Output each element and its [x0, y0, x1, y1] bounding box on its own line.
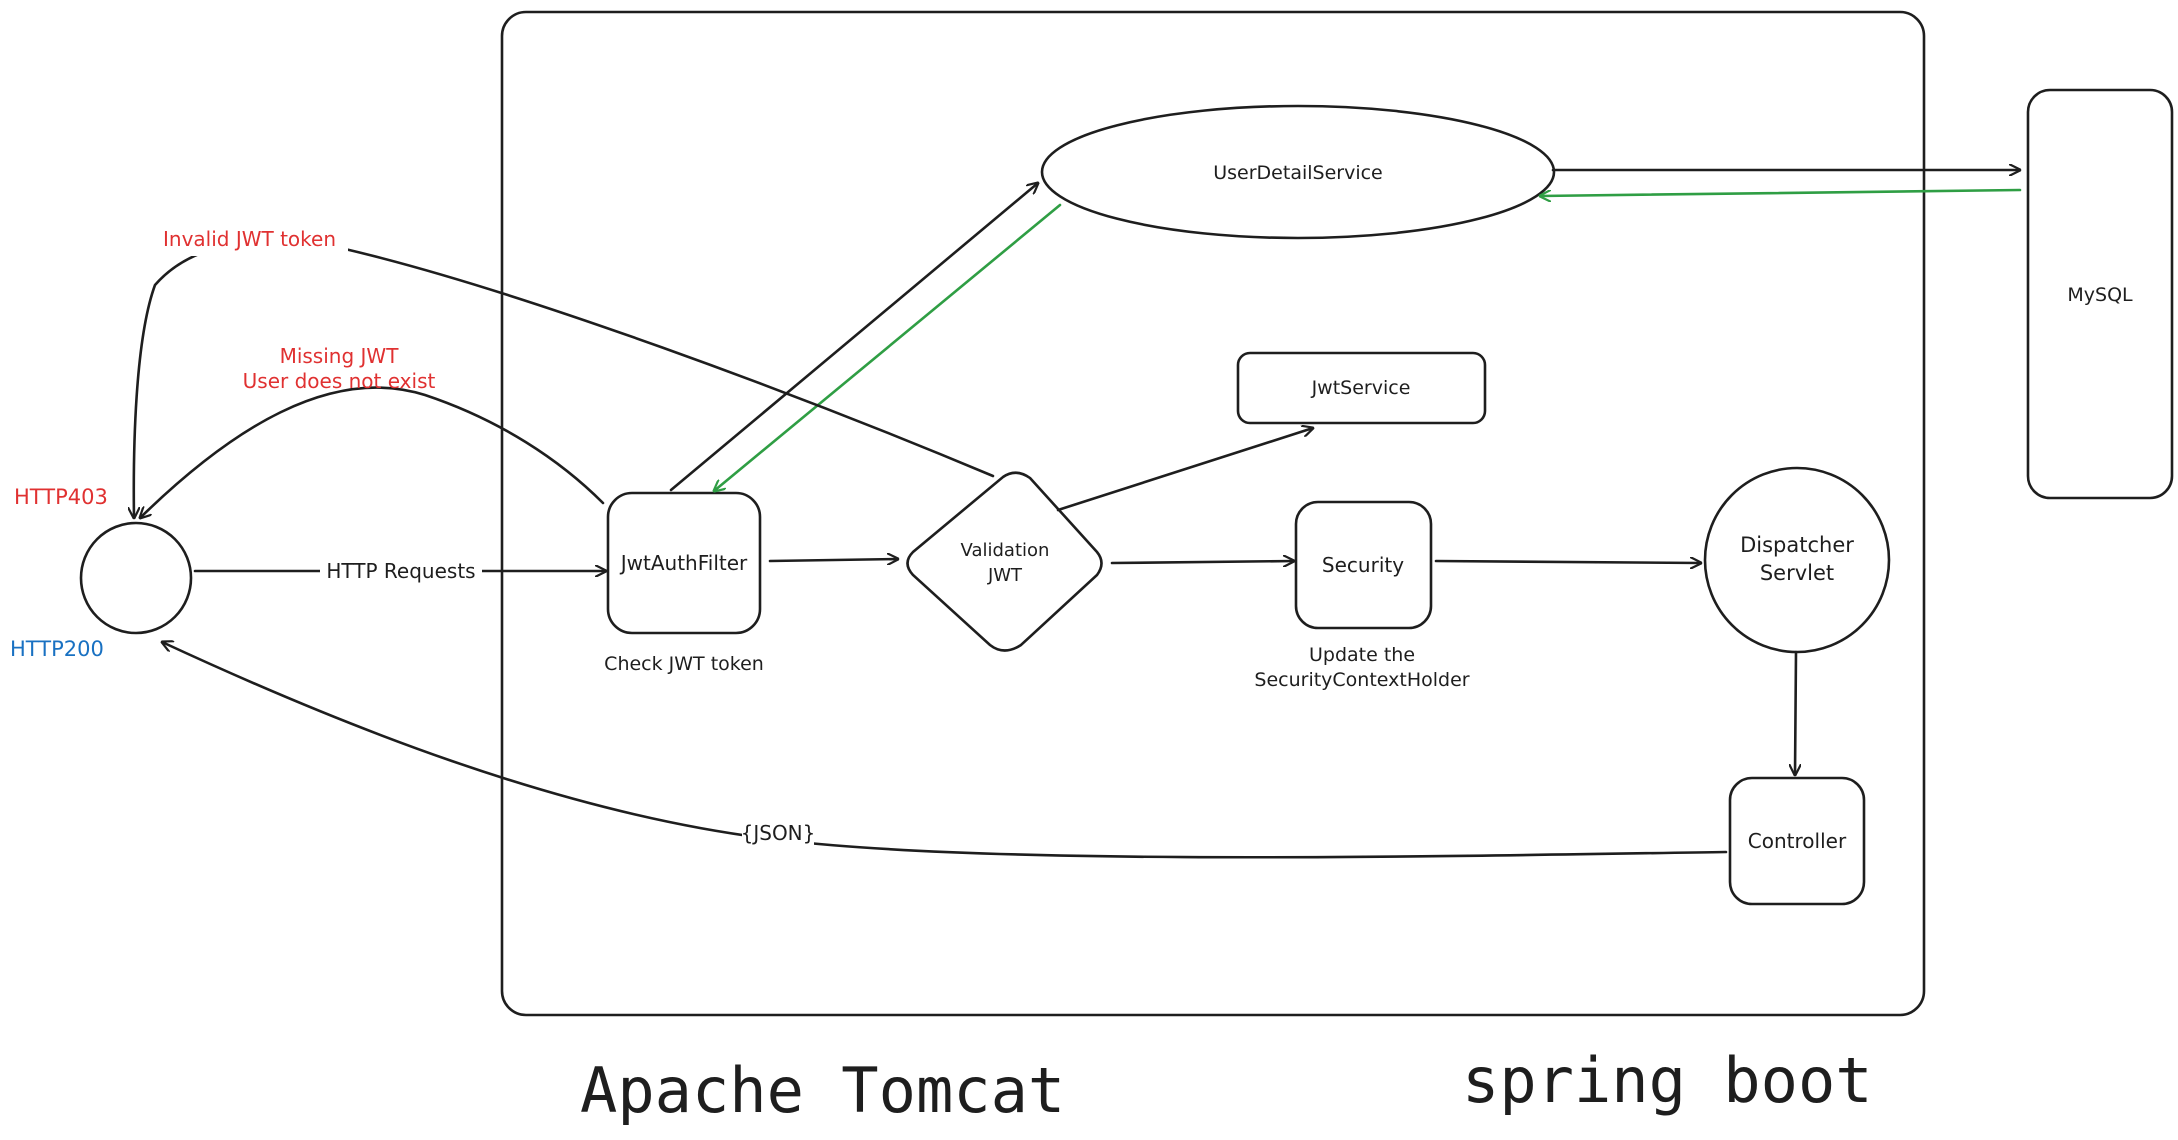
user-not-exist-label: User does not exist [243, 369, 436, 393]
edge-validation-to-security [1110, 561, 1296, 563]
validation-jwt-label-line1: Validation [961, 540, 1050, 561]
edge-mysql-to-userdetail [1538, 188, 2022, 196]
invalid-jwt-label: Invalid JWT token [163, 227, 336, 251]
validation-jwt-label-line2: JWT [987, 565, 1023, 586]
validation-jwt-node[interactable] [906, 471, 1103, 652]
jwt-service-node[interactable] [1236, 351, 1487, 425]
edge-userdetail-to-filter [714, 203, 1062, 491]
client-node[interactable] [79, 521, 193, 635]
spring-boot-title: spring boot [1462, 1044, 1873, 1117]
controller-node[interactable] [1728, 776, 1866, 906]
jwt-service-label: JwtService [1311, 377, 1411, 399]
edge-json-label: {JSON} [741, 821, 816, 845]
user-detail-service-label: UserDetailService [1213, 162, 1383, 184]
edge-validation-to-jwtservice [1056, 428, 1313, 512]
tomcat-container [500, 10, 1926, 1017]
jwt-auth-filter-node[interactable] [606, 491, 762, 635]
edge-filter-to-userdetail [669, 183, 1038, 492]
update-label-line1: Update the [1309, 644, 1415, 666]
security-node[interactable] [1294, 500, 1433, 630]
edge-http-requests-label-bg [320, 556, 482, 586]
user-detail-service-node[interactable] [1040, 104, 1556, 240]
edge-http-requests-label: HTTP Requests [326, 559, 475, 583]
http403-label: HTTP403 [14, 485, 108, 509]
dispatcher-label-line1: Dispatcher [1740, 533, 1854, 557]
http200-label: HTTP200 [10, 637, 104, 661]
jwt-auth-filter-label: JwtAuthFilter [619, 551, 748, 575]
dispatcher-label-line2: Servlet [1760, 561, 1834, 585]
invalid-jwt-label-bg [160, 226, 348, 256]
edge-json-label-bg [742, 818, 814, 848]
edge-controller-to-client [162, 642, 1728, 859]
edge-missing-jwt [140, 386, 605, 518]
edge-security-to-dispatcher [1434, 561, 1703, 563]
tomcat-title: Apache Tomcat [580, 1054, 1065, 1127]
controller-label: Controller [1748, 829, 1847, 853]
edge-filter-to-validation [768, 559, 900, 561]
missing-jwt-label: Missing JWT [280, 344, 400, 368]
mysql-label: MySQL [2067, 284, 2133, 306]
mysql-node[interactable] [2026, 88, 2174, 500]
edge-dispatcher-to-controller [1795, 650, 1796, 777]
update-label-line2: SecurityContextHolder [1254, 669, 1469, 691]
security-label: Security [1322, 553, 1404, 577]
check-jwt-label: Check JWT token [604, 653, 764, 675]
dispatcher-servlet-node[interactable] [1703, 466, 1891, 654]
